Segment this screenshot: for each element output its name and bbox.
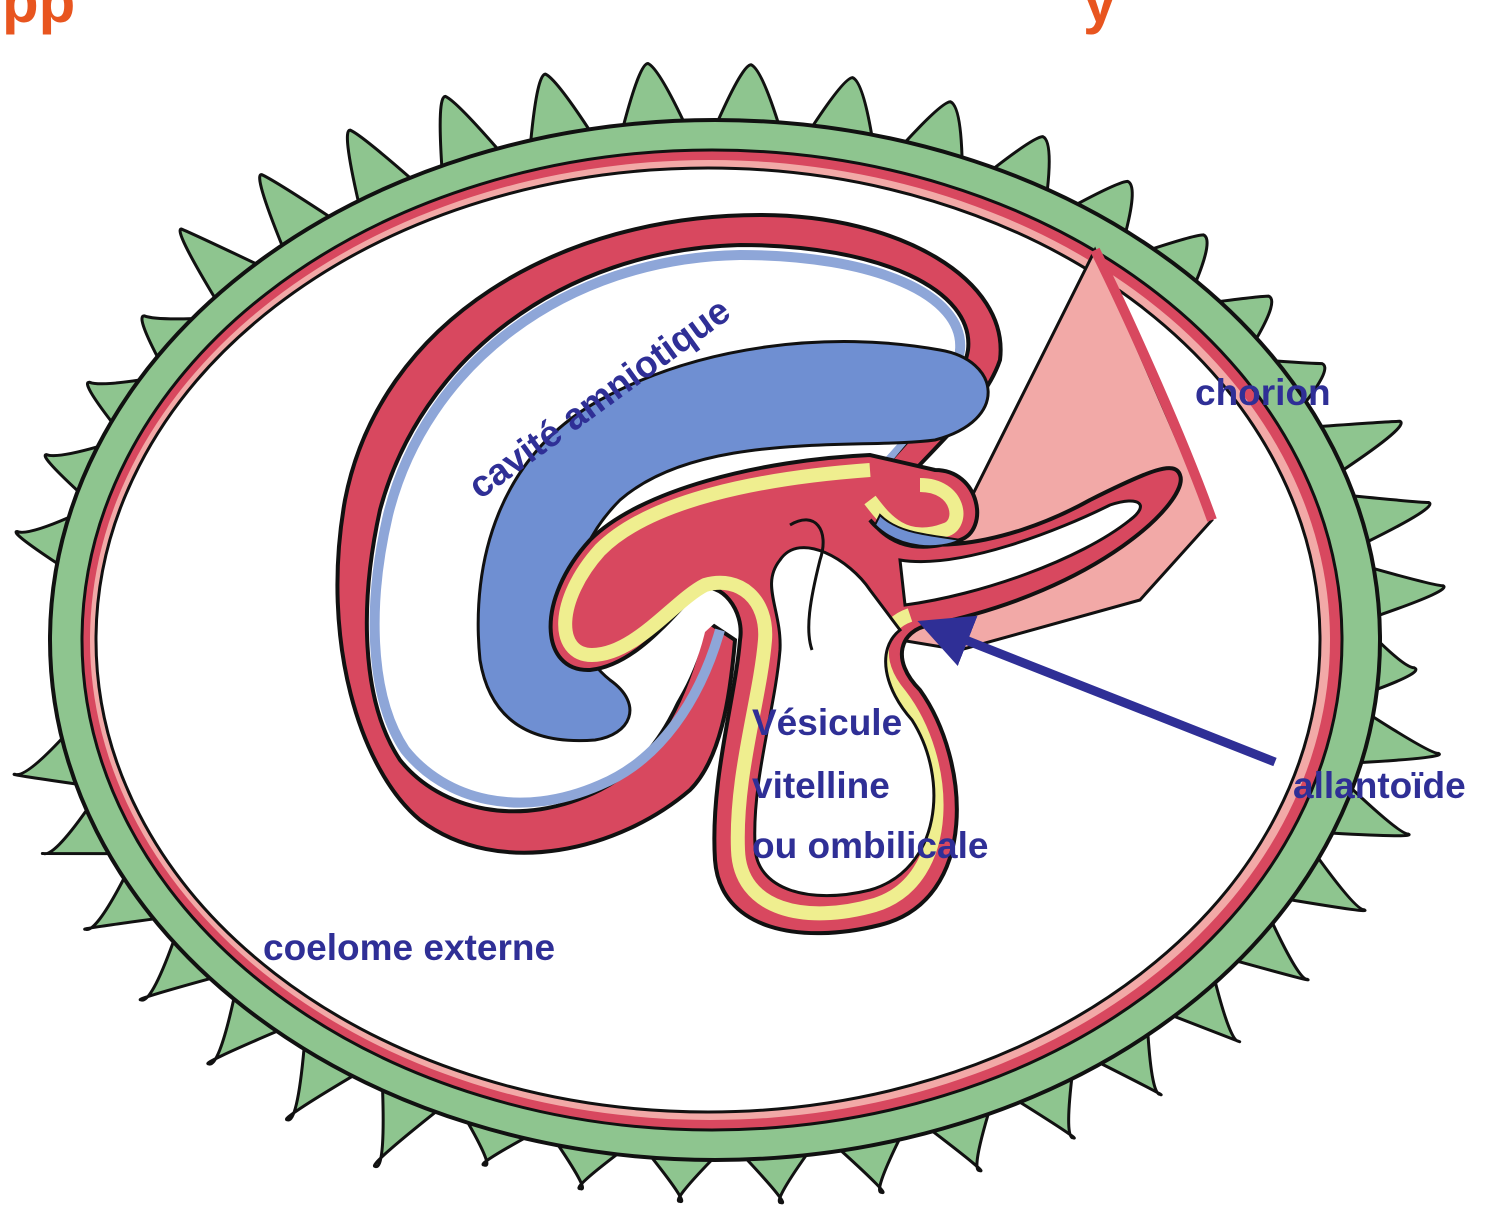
- label-allantois: allantoïde: [1293, 765, 1466, 806]
- title-fragment-right: y: [1083, 0, 1117, 35]
- chorionic-villus: [718, 65, 778, 123]
- chorionic-villus: [1377, 643, 1416, 690]
- label-yolk-sac-line2: vitelline: [752, 765, 890, 806]
- chorionic-villus: [1374, 569, 1444, 616]
- chorionic-villus: [652, 1158, 712, 1202]
- label-external-coelom: coelome externe: [263, 927, 555, 968]
- label-chorion: chorion: [1195, 372, 1331, 413]
- title-fragment-left: pp: [2, 0, 75, 35]
- chorionic-villus: [624, 63, 684, 124]
- chorionic-villus: [747, 1155, 807, 1203]
- label-yolk-sac-line3: ou ombilicale: [752, 825, 988, 866]
- label-yolk-sac-line1: Vésicule: [752, 702, 902, 743]
